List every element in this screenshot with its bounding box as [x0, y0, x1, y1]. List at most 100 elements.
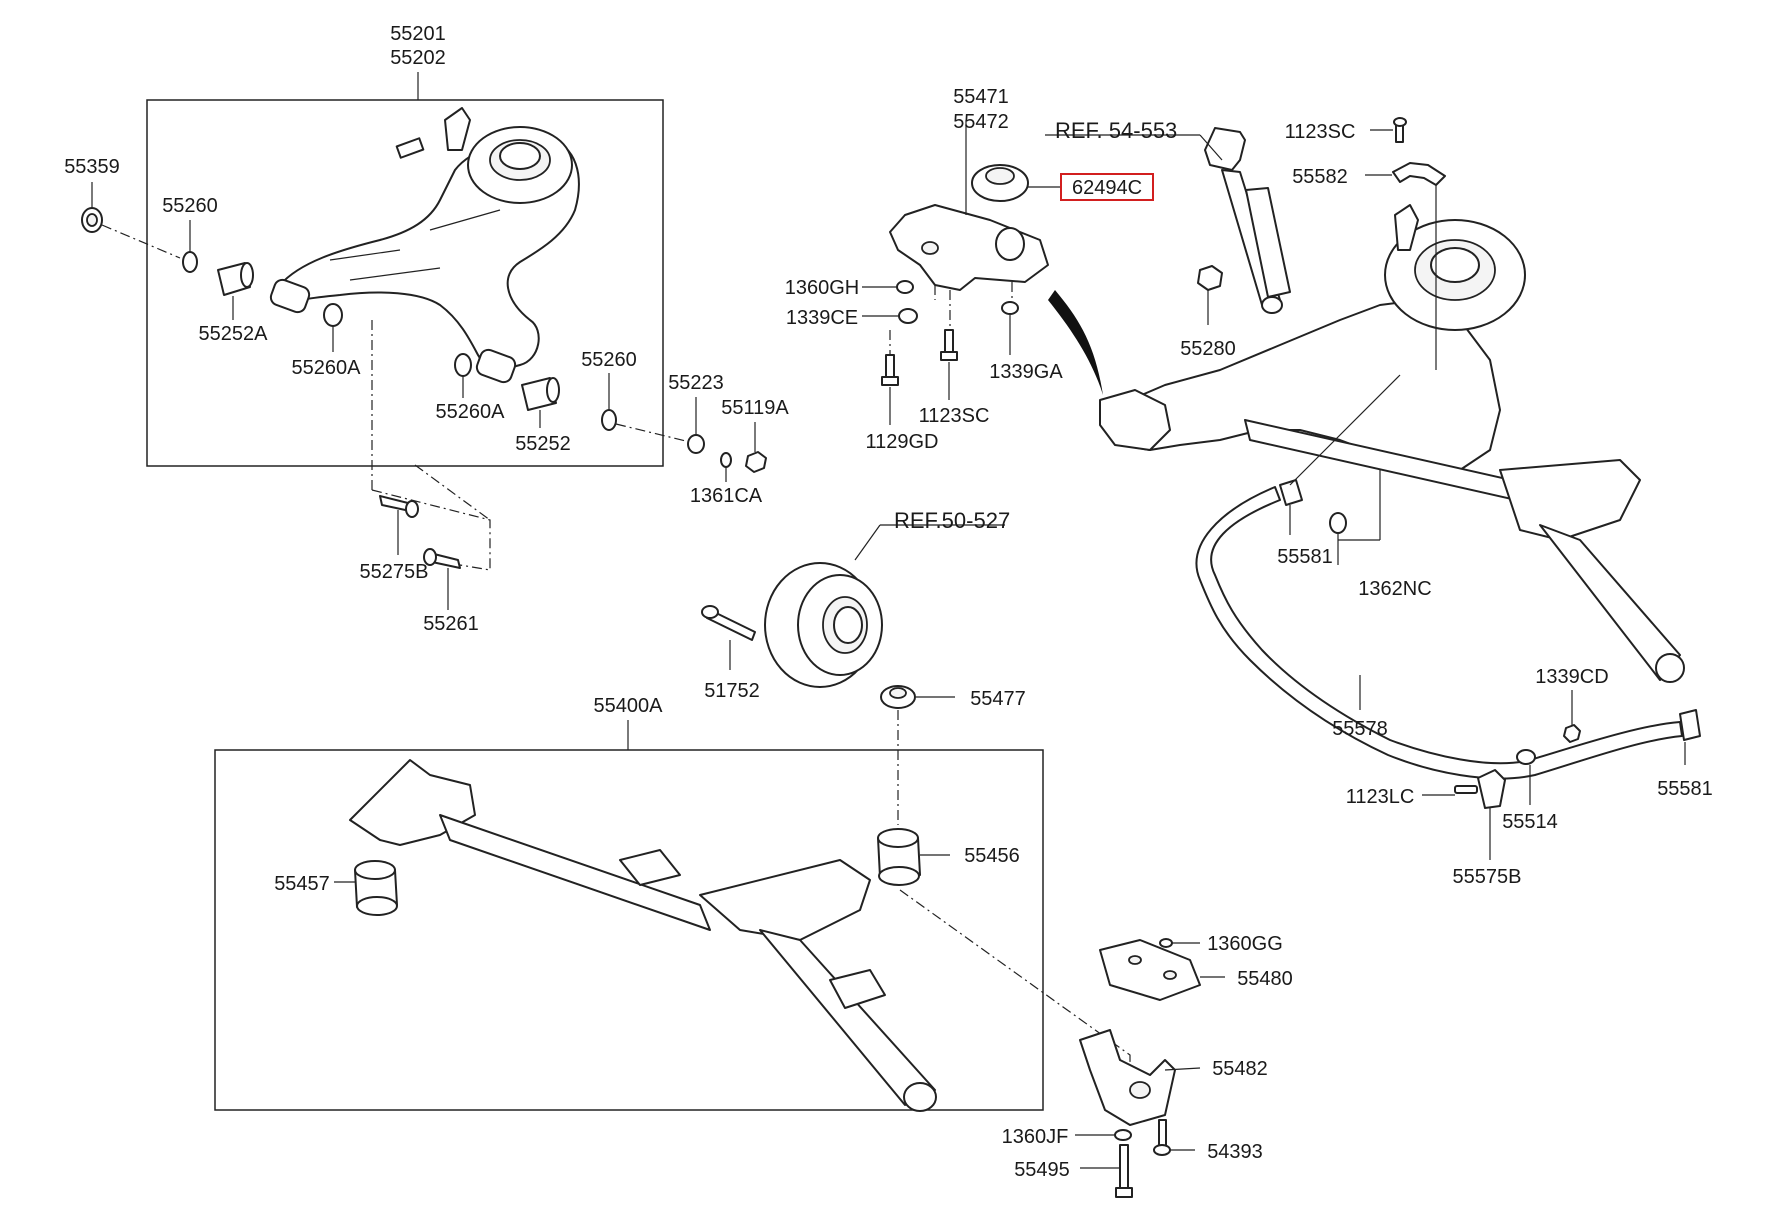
washer-1361CA[interactable]	[720, 452, 732, 468]
label-55457[interactable]: 55457	[274, 873, 330, 895]
label-54393[interactable]: 54393	[1207, 1141, 1263, 1163]
label-1339GA[interactable]: 1339GA	[989, 361, 1063, 383]
bolt-55275B[interactable]	[379, 495, 419, 518]
label-55201[interactable]: 55201	[390, 23, 446, 45]
label-55260A-right[interactable]: 55260A	[436, 401, 506, 423]
label-55202[interactable]: 55202	[390, 47, 446, 69]
hub-bolt-51752[interactable]	[701, 605, 756, 641]
label-55581-lower[interactable]: 55581	[1657, 778, 1713, 800]
bushing-55456[interactable]	[877, 828, 921, 886]
bolt-axis-lines	[371, 320, 491, 571]
label-55472[interactable]: 55472	[953, 111, 1009, 133]
bushing-55581-upper[interactable]	[1279, 479, 1303, 506]
part-labels: 55201 55202 55359 55260 55252A 55260A 55…	[64, 23, 1713, 1181]
mount-55477[interactable]	[880, 685, 916, 709]
label-55359[interactable]: 55359	[64, 156, 120, 178]
washer-55359[interactable]	[81, 207, 103, 233]
bracket-55482[interactable]	[1079, 1029, 1176, 1126]
bolt-55261[interactable]	[423, 548, 461, 569]
label-1361CA[interactable]: 1361CA	[690, 485, 763, 507]
label-55514[interactable]: 55514	[1502, 811, 1558, 833]
label-55275B[interactable]: 55275B	[360, 561, 429, 583]
label-55260-left[interactable]: 55260	[162, 195, 218, 217]
bumper-62494C[interactable]	[971, 164, 1029, 202]
nut-1360GH[interactable]	[896, 280, 914, 294]
washer-1360GG[interactable]	[1159, 938, 1173, 948]
axis-line-left	[101, 224, 181, 259]
label-1360GH[interactable]: 1360GH	[785, 277, 860, 299]
label-55578[interactable]: 55578	[1332, 718, 1388, 740]
washer-55260-left[interactable]	[182, 251, 198, 273]
direction-arrow	[1048, 290, 1103, 395]
label-55471[interactable]: 55471	[953, 86, 1009, 108]
washer-1360JF[interactable]	[1114, 1129, 1132, 1141]
label-55119A[interactable]: 55119A	[721, 397, 789, 419]
label-55252[interactable]: 55252	[515, 433, 571, 455]
label-55495[interactable]: 55495	[1014, 1159, 1070, 1181]
label-55261[interactable]: 55261	[423, 613, 479, 635]
label-1129GD[interactable]: 1129GD	[865, 431, 938, 453]
bracket-axis-lines	[889, 282, 1013, 355]
washer-55260A-left[interactable]	[323, 303, 343, 327]
right-assembly[interactable]	[1099, 204, 1685, 683]
clamp-55582[interactable]	[1392, 162, 1446, 186]
crossmember-55400A[interactable]	[349, 759, 937, 1112]
bolt-1123LC[interactable]	[1454, 785, 1478, 794]
bushing-55252A[interactable]	[217, 262, 254, 296]
label-ref-50-527[interactable]: REF.50-527	[894, 508, 1010, 533]
bolt-1123SC-lower[interactable]	[940, 329, 958, 361]
label-55477[interactable]: 55477	[970, 688, 1026, 710]
label-1123SC-lower[interactable]: 1123SC	[919, 405, 990, 427]
label-55482[interactable]: 55482	[1212, 1058, 1268, 1080]
label-55575B[interactable]: 55575B	[1453, 866, 1522, 888]
hub-assembly[interactable]	[764, 562, 883, 688]
bushing-55581-lower[interactable]	[1679, 709, 1701, 741]
nut-1339GA[interactable]	[1001, 301, 1019, 315]
nut-55280[interactable]	[1197, 265, 1223, 291]
nut-55119A[interactable]	[745, 451, 767, 473]
lower-control-arm[interactable]	[269, 107, 580, 384]
label-51752[interactable]: 51752	[704, 680, 760, 702]
label-62494C[interactable]: 62494C	[1072, 177, 1142, 199]
bracket-55471[interactable]	[889, 204, 1049, 291]
label-1123SC-upper[interactable]: 1123SC	[1285, 121, 1356, 143]
label-1123LC[interactable]: 1123LC	[1346, 786, 1415, 808]
label-55456[interactable]: 55456	[964, 845, 1020, 867]
washer-55260A-right[interactable]	[454, 353, 472, 377]
label-1360JF[interactable]: 1360JF	[1002, 1126, 1069, 1148]
label-ref-54-553[interactable]: REF. 54-553	[1055, 118, 1177, 143]
stabilizer-bar-55578[interactable]	[1195, 486, 1683, 780]
highlight-box-62494C	[1060, 173, 1154, 201]
label-55400A[interactable]: 55400A	[594, 695, 664, 717]
plate-55480[interactable]	[1099, 939, 1201, 1001]
leader-lines	[91, 120, 1686, 1169]
shock-absorber[interactable]	[1204, 127, 1291, 314]
label-1339CD[interactable]: 1339CD	[1535, 666, 1608, 688]
bushing-55457[interactable]	[354, 860, 398, 916]
bolt-54393[interactable]	[1153, 1119, 1171, 1156]
label-1360GG[interactable]: 1360GG	[1207, 933, 1283, 955]
bracket-55575B[interactable]	[1477, 769, 1506, 809]
label-55260-right[interactable]: 55260	[581, 349, 637, 371]
nut-1339CD[interactable]	[1563, 724, 1581, 743]
bolt-1129GD[interactable]	[881, 354, 899, 386]
label-55252A[interactable]: 55252A	[199, 323, 269, 345]
crossmember-group-frame	[214, 749, 1044, 1111]
washer-55223[interactable]	[687, 434, 705, 454]
label-55480[interactable]: 55480	[1237, 968, 1293, 990]
label-55280[interactable]: 55280	[1180, 338, 1236, 360]
label-55582[interactable]: 55582	[1292, 166, 1348, 188]
label-55223[interactable]: 55223	[668, 372, 724, 394]
axis-line-right	[615, 423, 691, 443]
nut-1339CE[interactable]	[898, 308, 918, 324]
label-55260A-left[interactable]: 55260A	[292, 357, 362, 379]
label-1339CE[interactable]: 1339CE	[786, 307, 858, 329]
label-55581-upper[interactable]: 55581	[1277, 546, 1333, 568]
link-55514[interactable]	[1516, 749, 1536, 765]
washer-55260-right[interactable]	[601, 409, 617, 431]
bolt-1123SC-upper[interactable]	[1393, 117, 1407, 143]
washer-1362NC[interactable]	[1329, 512, 1347, 534]
bushing-55252[interactable]	[521, 377, 560, 411]
bolt-55495[interactable]	[1115, 1144, 1133, 1198]
label-1362NC[interactable]: 1362NC	[1358, 578, 1431, 600]
